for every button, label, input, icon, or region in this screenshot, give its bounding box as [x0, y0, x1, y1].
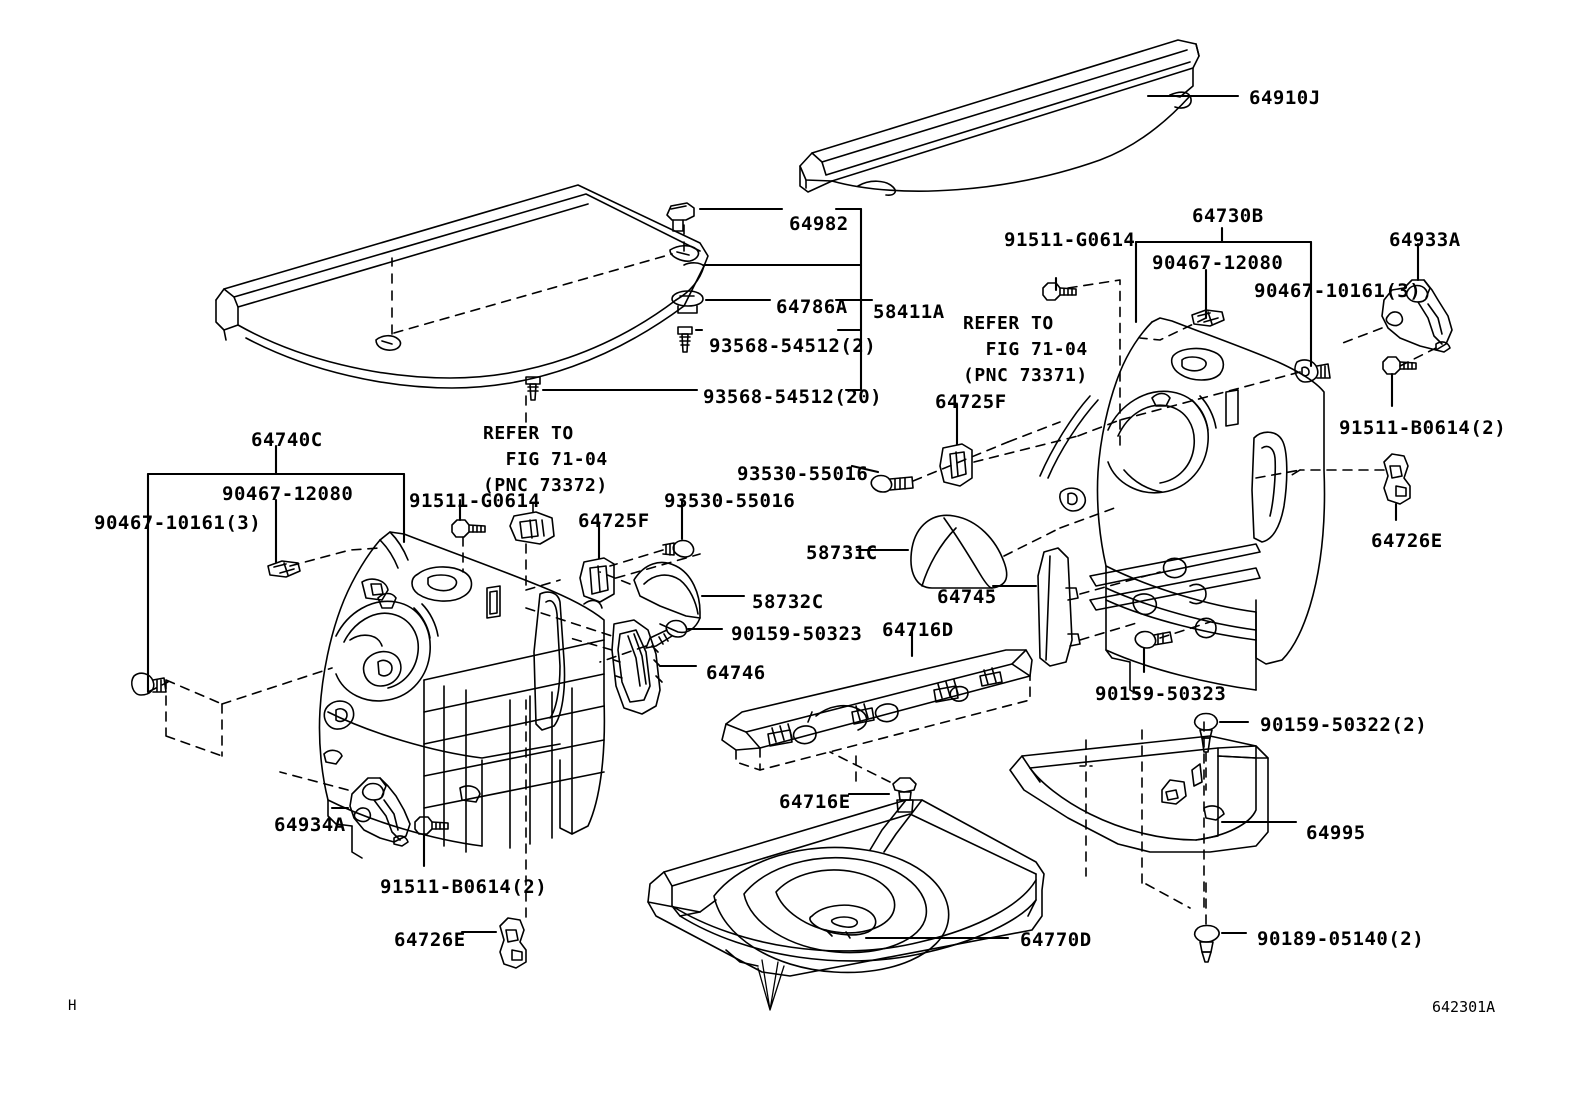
part-shape-58732c	[633, 561, 701, 634]
part-shape-90467-10161-right	[1294, 359, 1331, 383]
leader-group-58411a	[541, 207, 874, 392]
part-shape-90159-50322	[1193, 712, 1219, 753]
part-label-64725f-left[interactable]: 64725F	[578, 510, 650, 532]
part-shape-64933a	[1381, 279, 1453, 353]
part-shape-64725f-left	[579, 557, 615, 603]
reference-note-line: REFER TO	[963, 313, 1054, 334]
part-shape-64740c	[318, 531, 606, 859]
part-shape-91511-g0614-left	[451, 519, 486, 538]
pin-line-90467-12080-right	[1139, 317, 1207, 341]
part-shape-58411a	[215, 184, 709, 389]
part-label-90467-12080-left[interactable]: 90467-12080	[222, 483, 354, 505]
part-label-90159-50322[interactable]: 90159-50322(2)	[1260, 714, 1428, 736]
part-label-64726e-left[interactable]: 64726E	[394, 929, 466, 951]
part-label-64746[interactable]: 64746	[706, 662, 766, 684]
part-label-64725f-right[interactable]: 64725F	[935, 391, 1007, 413]
leader-group-64730b	[1134, 226, 1313, 340]
part-shape-90159-50323-left	[645, 619, 688, 649]
reference-note-line: (PNC 73371)	[963, 365, 1088, 387]
reference-note-line: REFER TO	[483, 423, 574, 444]
part-label-64982[interactable]: 64982	[789, 213, 849, 235]
part-label-58411a[interactable]: 58411A	[873, 301, 945, 323]
part-label-64934a[interactable]: 64934A	[274, 814, 346, 836]
figure-code: 642301A	[1432, 998, 1496, 1016]
part-shape-64746	[611, 619, 663, 715]
part-shape-64786a	[671, 290, 704, 314]
part-label-64770d[interactable]: 64770D	[1020, 929, 1092, 951]
part-shape-93568-54512-b	[525, 376, 541, 401]
leader-93530-55016-right	[850, 464, 880, 474]
part-label-64786a[interactable]: 64786A	[776, 296, 848, 318]
part-label-64716e[interactable]: 64716E	[779, 791, 851, 813]
part-shape-64716d	[721, 649, 1033, 751]
reference-note-line: FIG 71-04	[985, 339, 1088, 361]
part-label-91511-g0614-left[interactable]: 91511-G0614	[409, 490, 541, 512]
part-label-91511-b0614-left[interactable]: 91511-B0614(2)	[380, 876, 548, 898]
part-shape-64745	[1037, 547, 1081, 667]
reference-note-73371: REFER TO FIG 71-04 (PNC 73371)	[963, 311, 1088, 389]
part-label-91511-b0614-right[interactable]: 91511-B0614(2)	[1339, 417, 1507, 439]
part-shape-64716e	[892, 777, 917, 813]
part-shape-64726e-right	[1383, 453, 1411, 505]
part-label-64933a[interactable]: 64933A	[1389, 229, 1461, 251]
reference-note-73372: REFER TO FIG 71-04 (PNC 73372)	[483, 421, 608, 499]
part-shape-90467-12080-left	[267, 560, 301, 578]
part-shape-deck-rail-right	[1089, 543, 1261, 611]
part-label-64726e-right[interactable]: 64726E	[1371, 530, 1443, 552]
part-label-93568-54512-20[interactable]: 93568-54512(20)	[703, 386, 883, 408]
leader-group-64740c	[146, 444, 406, 690]
part-shape-64725f-right	[939, 443, 973, 487]
part-shape-64995	[1009, 735, 1269, 853]
part-label-64745[interactable]: 64745	[937, 586, 997, 608]
corner-mark: H	[68, 998, 77, 1014]
part-label-64995[interactable]: 64995	[1306, 822, 1366, 844]
part-shape-90467-10161-left	[131, 672, 167, 696]
part-shape-64725f-upper-left	[509, 511, 555, 545]
part-label-93568-54512-2[interactable]: 93568-54512(2)	[709, 335, 877, 357]
part-shape-93568-54512-a	[677, 326, 693, 353]
part-label-64730b[interactable]: 64730B	[1192, 205, 1264, 227]
part-label-58731c[interactable]: 58731C	[806, 542, 878, 564]
part-shape-64730b	[1039, 317, 1326, 697]
part-label-90159-50323-right[interactable]: 90159-50323	[1095, 683, 1227, 705]
part-label-90467-12080-right[interactable]: 90467-12080	[1152, 252, 1284, 274]
part-label-90467-10161-left[interactable]: 90467-10161(3)	[94, 512, 262, 534]
part-shape-91511-b0614-left	[414, 816, 449, 835]
reference-note-line: (PNC 73372)	[483, 475, 608, 497]
pin-line-91511-g0614-right	[1067, 279, 1121, 341]
part-label-90467-10161-right[interactable]: 90467-10161(3)	[1254, 280, 1422, 302]
part-label-90189-05140[interactable]: 90189-05140(2)	[1257, 928, 1425, 950]
part-shape-93530-55016-left	[662, 539, 695, 558]
part-shape-58731c	[910, 514, 1008, 589]
part-label-58732c[interactable]: 58732C	[752, 591, 824, 613]
part-shape-90189-05140	[1193, 924, 1220, 963]
reference-note-line: FIG 71-04	[505, 449, 608, 471]
part-shape-64934a	[349, 777, 411, 847]
part-label-91511-g0614-right[interactable]: 91511-G0614	[1004, 229, 1136, 251]
part-label-64716d[interactable]: 64716D	[882, 619, 954, 641]
part-shape-64770d	[647, 799, 1045, 977]
part-shape-64726e-left	[499, 917, 527, 969]
part-shape-90467-12080-right	[1191, 309, 1225, 327]
part-label-64740c[interactable]: 64740C	[251, 429, 323, 451]
part-label-90159-50323-left[interactable]: 90159-50323	[731, 623, 863, 645]
part-label-93530-55016-right[interactable]: 93530-55016	[737, 463, 869, 485]
part-shape-64910j	[799, 39, 1200, 196]
part-shape-64982	[666, 202, 695, 232]
part-shape-93530-55016-right	[870, 474, 914, 493]
part-label-64910j[interactable]: 64910J	[1249, 87, 1321, 109]
part-shape-90159-50323-right	[1134, 630, 1173, 649]
pin-line-90467-12080-left	[289, 547, 381, 567]
part-shape-91511-g0614-right	[1042, 282, 1077, 301]
part-label-93530-55016-left[interactable]: 93530-55016	[664, 490, 796, 512]
